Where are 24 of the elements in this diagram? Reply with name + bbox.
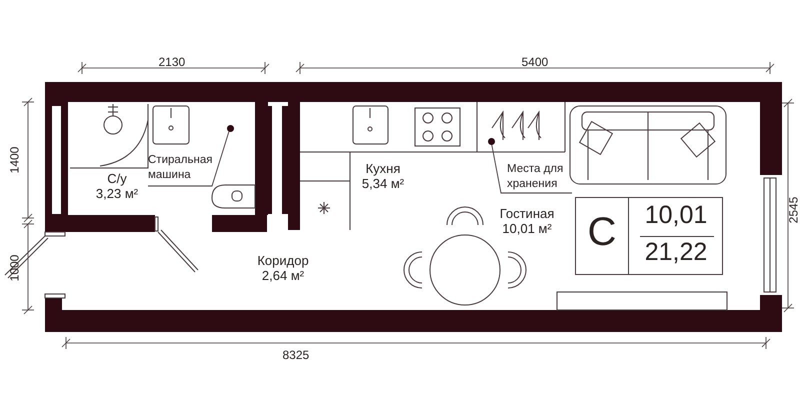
room-name: Коридор <box>256 254 310 269</box>
room-area: 10,01 м² <box>482 222 572 237</box>
dimension-label: 5400 <box>522 55 548 69</box>
dimension-label: 8325 <box>282 348 310 362</box>
callout-label: Места для хранения <box>507 162 573 192</box>
room-area: 3,23 м² <box>85 186 149 202</box>
dimension-label: 1000 <box>6 254 21 282</box>
leader-line <box>148 130 230 186</box>
room-name: С/у <box>106 172 128 187</box>
dimension-label: 2545 <box>786 196 800 224</box>
callout-label: Стиральная машина <box>148 153 214 183</box>
dimension-label: 1400 <box>6 146 21 174</box>
room-name: Кухня <box>364 162 402 177</box>
total-area-value: 21,22 <box>644 239 708 266</box>
room-name: Гостиная <box>498 207 556 222</box>
room-area: 5,34 м² <box>350 176 416 192</box>
apartment-type-letter: С <box>586 210 618 254</box>
area-summary-box <box>575 197 723 275</box>
marker-dot <box>488 138 494 144</box>
leader-line <box>491 144 572 194</box>
marker-dot <box>226 124 234 132</box>
room-area: 2,64 м² <box>243 268 323 284</box>
living-area-value: 10,01 <box>644 202 708 230</box>
dimension-label: 2130 <box>158 55 186 69</box>
